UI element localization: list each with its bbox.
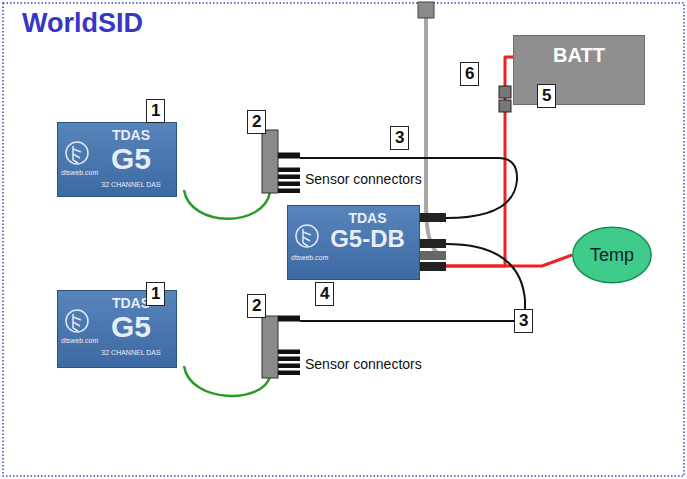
node-text: G5	[111, 143, 151, 175]
connector-block	[262, 316, 278, 378]
connector-pin	[278, 153, 300, 159]
connector-pin	[278, 189, 300, 194]
node-text: G5-DB	[330, 226, 405, 252]
connector-pin	[278, 316, 300, 322]
diagram-title: WorldSID	[22, 8, 143, 39]
node-text: 32 CHANNEL DAS	[101, 181, 160, 188]
node-text: BATT	[553, 44, 605, 67]
db-plug	[420, 251, 446, 260]
node-text: Temp	[590, 245, 634, 266]
callout-number: 6	[460, 62, 479, 86]
battery-plug	[499, 86, 511, 98]
green-cable	[184, 190, 270, 219]
connector-pin	[278, 350, 300, 355]
callout-number: 2	[247, 110, 266, 134]
part-label: Sensor connectors	[303, 171, 424, 187]
connector-block	[262, 130, 278, 193]
connector-pin	[278, 364, 300, 369]
dts-logo	[293, 222, 321, 250]
connector-pin	[278, 371, 300, 376]
logo-ring	[296, 225, 318, 247]
cable-plug	[418, 2, 434, 18]
callout-number: 2	[247, 294, 266, 318]
logo-ring	[66, 142, 88, 164]
connector-pin	[278, 182, 300, 187]
node-text: TDAS	[112, 128, 150, 143]
logo-figure	[303, 229, 311, 246]
connector-pin	[278, 168, 300, 173]
ellipse-shape	[573, 227, 651, 283]
temperature-sensor: Temp	[572, 226, 652, 284]
callout-number: 3	[514, 309, 533, 333]
node-text: dtsweb.com	[291, 254, 328, 261]
daq-module: TDASG5 32 CHANNEL DASdtsweb.com	[57, 122, 177, 197]
battery-box: BATT	[513, 35, 645, 105]
callout-number: 3	[390, 126, 409, 150]
node-text: G5	[111, 311, 151, 343]
logo-figure	[73, 146, 81, 163]
black-cable	[300, 320, 525, 322]
green-cable	[184, 366, 270, 396]
logo-ring	[66, 310, 88, 332]
distribution-box: TDASG5-DBdtsweb.com	[287, 205, 420, 280]
callout-number: 1	[146, 99, 165, 123]
battery-plug	[499, 100, 511, 112]
dotted-frame	[3, 3, 684, 476]
node-text: dtsweb.com	[61, 337, 98, 344]
connector-pin	[278, 357, 300, 362]
db-plug	[420, 262, 446, 271]
dts-logo	[63, 139, 91, 167]
connector-pin	[278, 175, 300, 180]
dts-logo	[63, 307, 91, 335]
node-text: 32 CHANNEL DAS	[101, 349, 160, 356]
part-label: Sensor connectors	[303, 356, 424, 372]
db-plug	[420, 239, 446, 248]
node-text: TDAS	[112, 296, 150, 311]
callout-number: 4	[315, 282, 334, 306]
callout-number: 5	[537, 84, 556, 108]
power-wire	[420, 57, 513, 266]
callout-number: 1	[146, 282, 165, 306]
node-text: dtsweb.com	[61, 169, 98, 176]
db-plug	[420, 213, 446, 222]
logo-figure	[73, 314, 81, 331]
node-text: TDAS	[348, 211, 386, 226]
